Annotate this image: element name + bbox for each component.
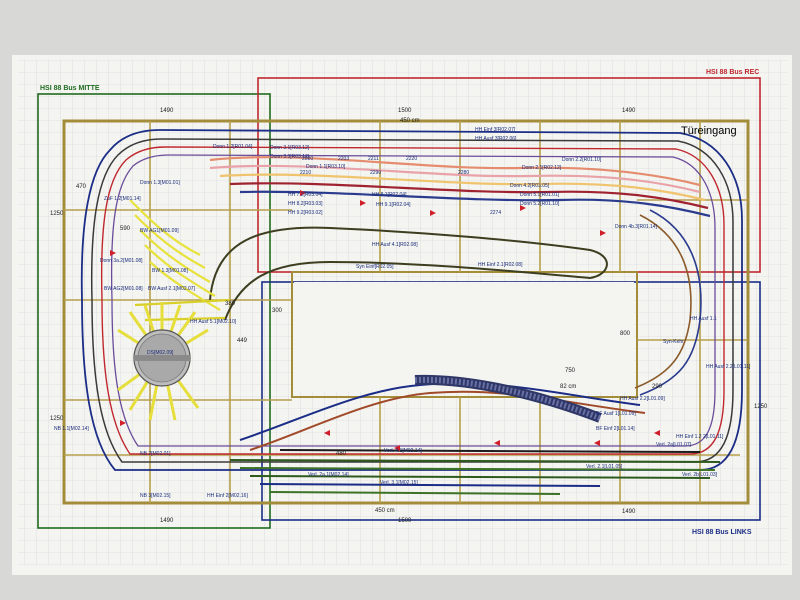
dim-800: 800 [620, 331, 631, 337]
track-label: HH Ausf 1.1 [690, 316, 717, 322]
dim-290: 290 [652, 384, 663, 390]
track-label: HH 9.1[R02.04] [376, 202, 411, 208]
dim-590: 590 [120, 226, 131, 232]
track-label: Verl. 2b[L01.03] [682, 472, 718, 478]
track-loop-outer [80, 129, 743, 471]
track-label: HH 9.2[R03.02] [288, 210, 323, 216]
track-label: Donn 3.1[R03.12] [270, 145, 310, 151]
track-label: BF Ausf 1[L01.09] [596, 411, 636, 417]
track-label: HH Einf 2.1[R02.08] [478, 262, 523, 268]
dim-top-mid: 1500 [398, 108, 412, 114]
track-label: HH Ausf 4.1[R02.08] [372, 242, 418, 248]
turntable [117, 302, 209, 421]
block-number: 2200 [302, 156, 313, 162]
track-label: Verl. 2a.1[M02.14] [308, 472, 349, 478]
track-curve-center [209, 226, 646, 451]
block-number: 2210 [300, 170, 311, 176]
dim-470: 470 [76, 184, 87, 190]
track-label: Syn-Kehr [663, 339, 684, 345]
block-markers [110, 190, 660, 451]
dimension-labels: 1490 1500 450 cm 1490 1250 1250 1250 149… [50, 108, 768, 524]
track-label: Donn 1.3[M01.01] [140, 180, 180, 186]
block-number: 2203 [338, 156, 349, 162]
track-label: Donn 1.2[R01.04] [213, 144, 253, 150]
track-label: Donn 3.3[R03.12] [270, 154, 310, 160]
track-label: HH Ausf 2.2[L01.09] [620, 396, 665, 402]
track-label: Donn 5.1[R01.01] [520, 192, 560, 198]
track-label: NB 3[M02.15] [140, 493, 171, 499]
track-label: Verl. 2a[L01.07] [656, 442, 692, 448]
tracks-right-side [634, 209, 702, 396]
track-label: HH Einf 1.2 2[L01.11] [676, 434, 724, 440]
dim-bottom-right: 1490 [622, 509, 636, 515]
track-label: Donn 4b.3[R01.14] [615, 224, 658, 230]
dim-480: 480 [336, 451, 347, 457]
dim-380: 380 [225, 301, 236, 307]
track-label: BW 1.3[M01.08] [152, 268, 188, 274]
block-numbers: 2200 2203 2210 2211 2220 2274 2280 2290 [300, 156, 501, 216]
bus-mitte-frame [37, 93, 271, 529]
track-label: BW Ausf 2.1[M02.07] [148, 286, 196, 292]
dim-top-total: 450 cm [400, 118, 420, 124]
track-label: HH 8.1[R02.04] [372, 192, 407, 198]
track-label: Donn 5.2[R01.10] [520, 201, 560, 207]
block-number: 2280 [458, 170, 469, 176]
bus-label-mitte: HSI 88 Bus MITTE [40, 85, 100, 92]
dim-bottom-mid: 1500 [398, 518, 412, 524]
station-tracks-top [209, 156, 711, 218]
track-label: Donn 2.1[R02.12] [522, 165, 562, 171]
dim-inner-width-cm: 82 cm [560, 384, 576, 390]
bus-label-rec: HSI 88 Bus REC [706, 69, 759, 76]
block-number: 2290 [370, 170, 381, 176]
track-label: HH Ausf 5.1[M02.10] [190, 319, 237, 325]
dim-left-height-2: 1250 [50, 416, 64, 422]
track-labels: Donn 1.2[R01.04] HH Einf 3[R02.07] HH Au… [54, 127, 751, 499]
track-label: HH 8.2[R03.03] [288, 201, 323, 207]
staging-yard-bottom [229, 449, 721, 495]
track-label: Syn Einf[R02.05] [356, 264, 394, 270]
dim-top-right: 1490 [622, 108, 636, 114]
dim-top-left: 1490 [160, 108, 174, 114]
dim-inner-width: 750 [565, 368, 576, 374]
dim-bottom-total: 450 cm [375, 508, 395, 514]
track-label: Donn 1.1[R03.10] [306, 164, 346, 170]
yard-left [129, 199, 231, 322]
dim-right-height: 1250 [754, 404, 768, 410]
track-label: HH 7.2[R03.04] [288, 192, 323, 198]
dim-300: 300 [272, 308, 283, 314]
track-label: Donn 4.2[R03.05] [510, 183, 550, 189]
track-label: HH Einf 2[M02.16] [207, 493, 248, 499]
track-label: BW AG2[M01.08] [104, 286, 143, 292]
block-number: 2220 [406, 156, 417, 162]
track-label: Verl. 4.1[M02.14] [384, 448, 422, 454]
track-label: Verl. 2.1[L01.05] [586, 464, 623, 470]
baseboard-frame [62, 119, 750, 505]
track-label: BW AG1[M01.09] [140, 228, 179, 234]
block-number: 2274 [490, 210, 501, 216]
track-label: NB 2[M02.01] [140, 451, 171, 457]
dim-449: 449 [237, 338, 248, 344]
track-label: DS[M02.09] [147, 350, 174, 356]
track-label: Donn 3a.2[M01.08] [100, 258, 143, 264]
track-label: ZuF 1.2[M01.14] [104, 196, 141, 202]
track-label: HH Ausf 2.2[L01.11] [706, 364, 751, 370]
viaduct [414, 374, 602, 423]
track-label: BF Einf 2[L01.14] [596, 426, 635, 432]
track-label: HH Ausf 3[R02.06] [475, 136, 517, 142]
track-label: Donn 2.2[R01.10] [562, 157, 602, 163]
track-label: HH Einf 3[R02.07] [475, 127, 516, 133]
room-label: Türeingang [681, 125, 737, 137]
track-label: Verl. 3.1[M02.15] [380, 480, 418, 486]
bus-label-links: HSI 88 Bus LINKS [692, 529, 752, 536]
inner-opening [294, 282, 634, 392]
block-number: 2211 [368, 156, 379, 162]
dim-left-height: 1250 [50, 211, 64, 217]
dim-bottom-left: 1490 [160, 518, 174, 524]
track-label: NB 1.1[M02.14] [54, 426, 89, 432]
